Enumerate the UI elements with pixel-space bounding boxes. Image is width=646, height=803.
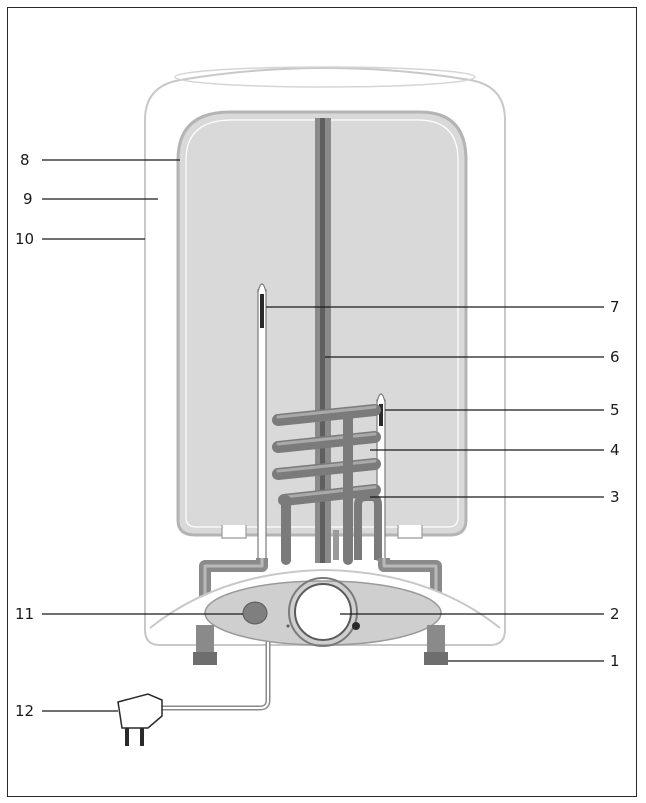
central-pipe [315, 118, 331, 563]
callout-11: 11 [15, 605, 34, 623]
thermostat-rod-left [257, 283, 267, 561]
callout-1: 1 [610, 652, 620, 670]
top-cap [174, 66, 476, 88]
indicator-lamp [242, 601, 268, 625]
callout-3: 3 [610, 488, 620, 506]
leader-lines [42, 159, 604, 712]
callout-2: 2 [610, 605, 620, 623]
callout-9: 9 [23, 190, 33, 208]
callouts: 8 9 10 7 6 5 4 3 2 1 11 12 [15, 151, 620, 720]
inner-tank-highlight [185, 119, 459, 528]
inlet-pipe [333, 493, 382, 560]
figure-frame [7, 7, 637, 797]
heating-coil [272, 404, 381, 565]
callout-10: 10 [15, 230, 34, 248]
tank-feet [221, 525, 423, 539]
callout-5: 5 [610, 401, 620, 419]
power-plug [117, 693, 163, 746]
callout-6: 6 [610, 348, 620, 366]
callout-4: 4 [610, 441, 620, 459]
water-fittings [193, 625, 448, 665]
thermostat-knob[interactable] [286, 577, 361, 647]
callout-8: 8 [20, 151, 30, 169]
callout-12: 12 [15, 702, 34, 720]
callout-7: 7 [610, 298, 620, 316]
